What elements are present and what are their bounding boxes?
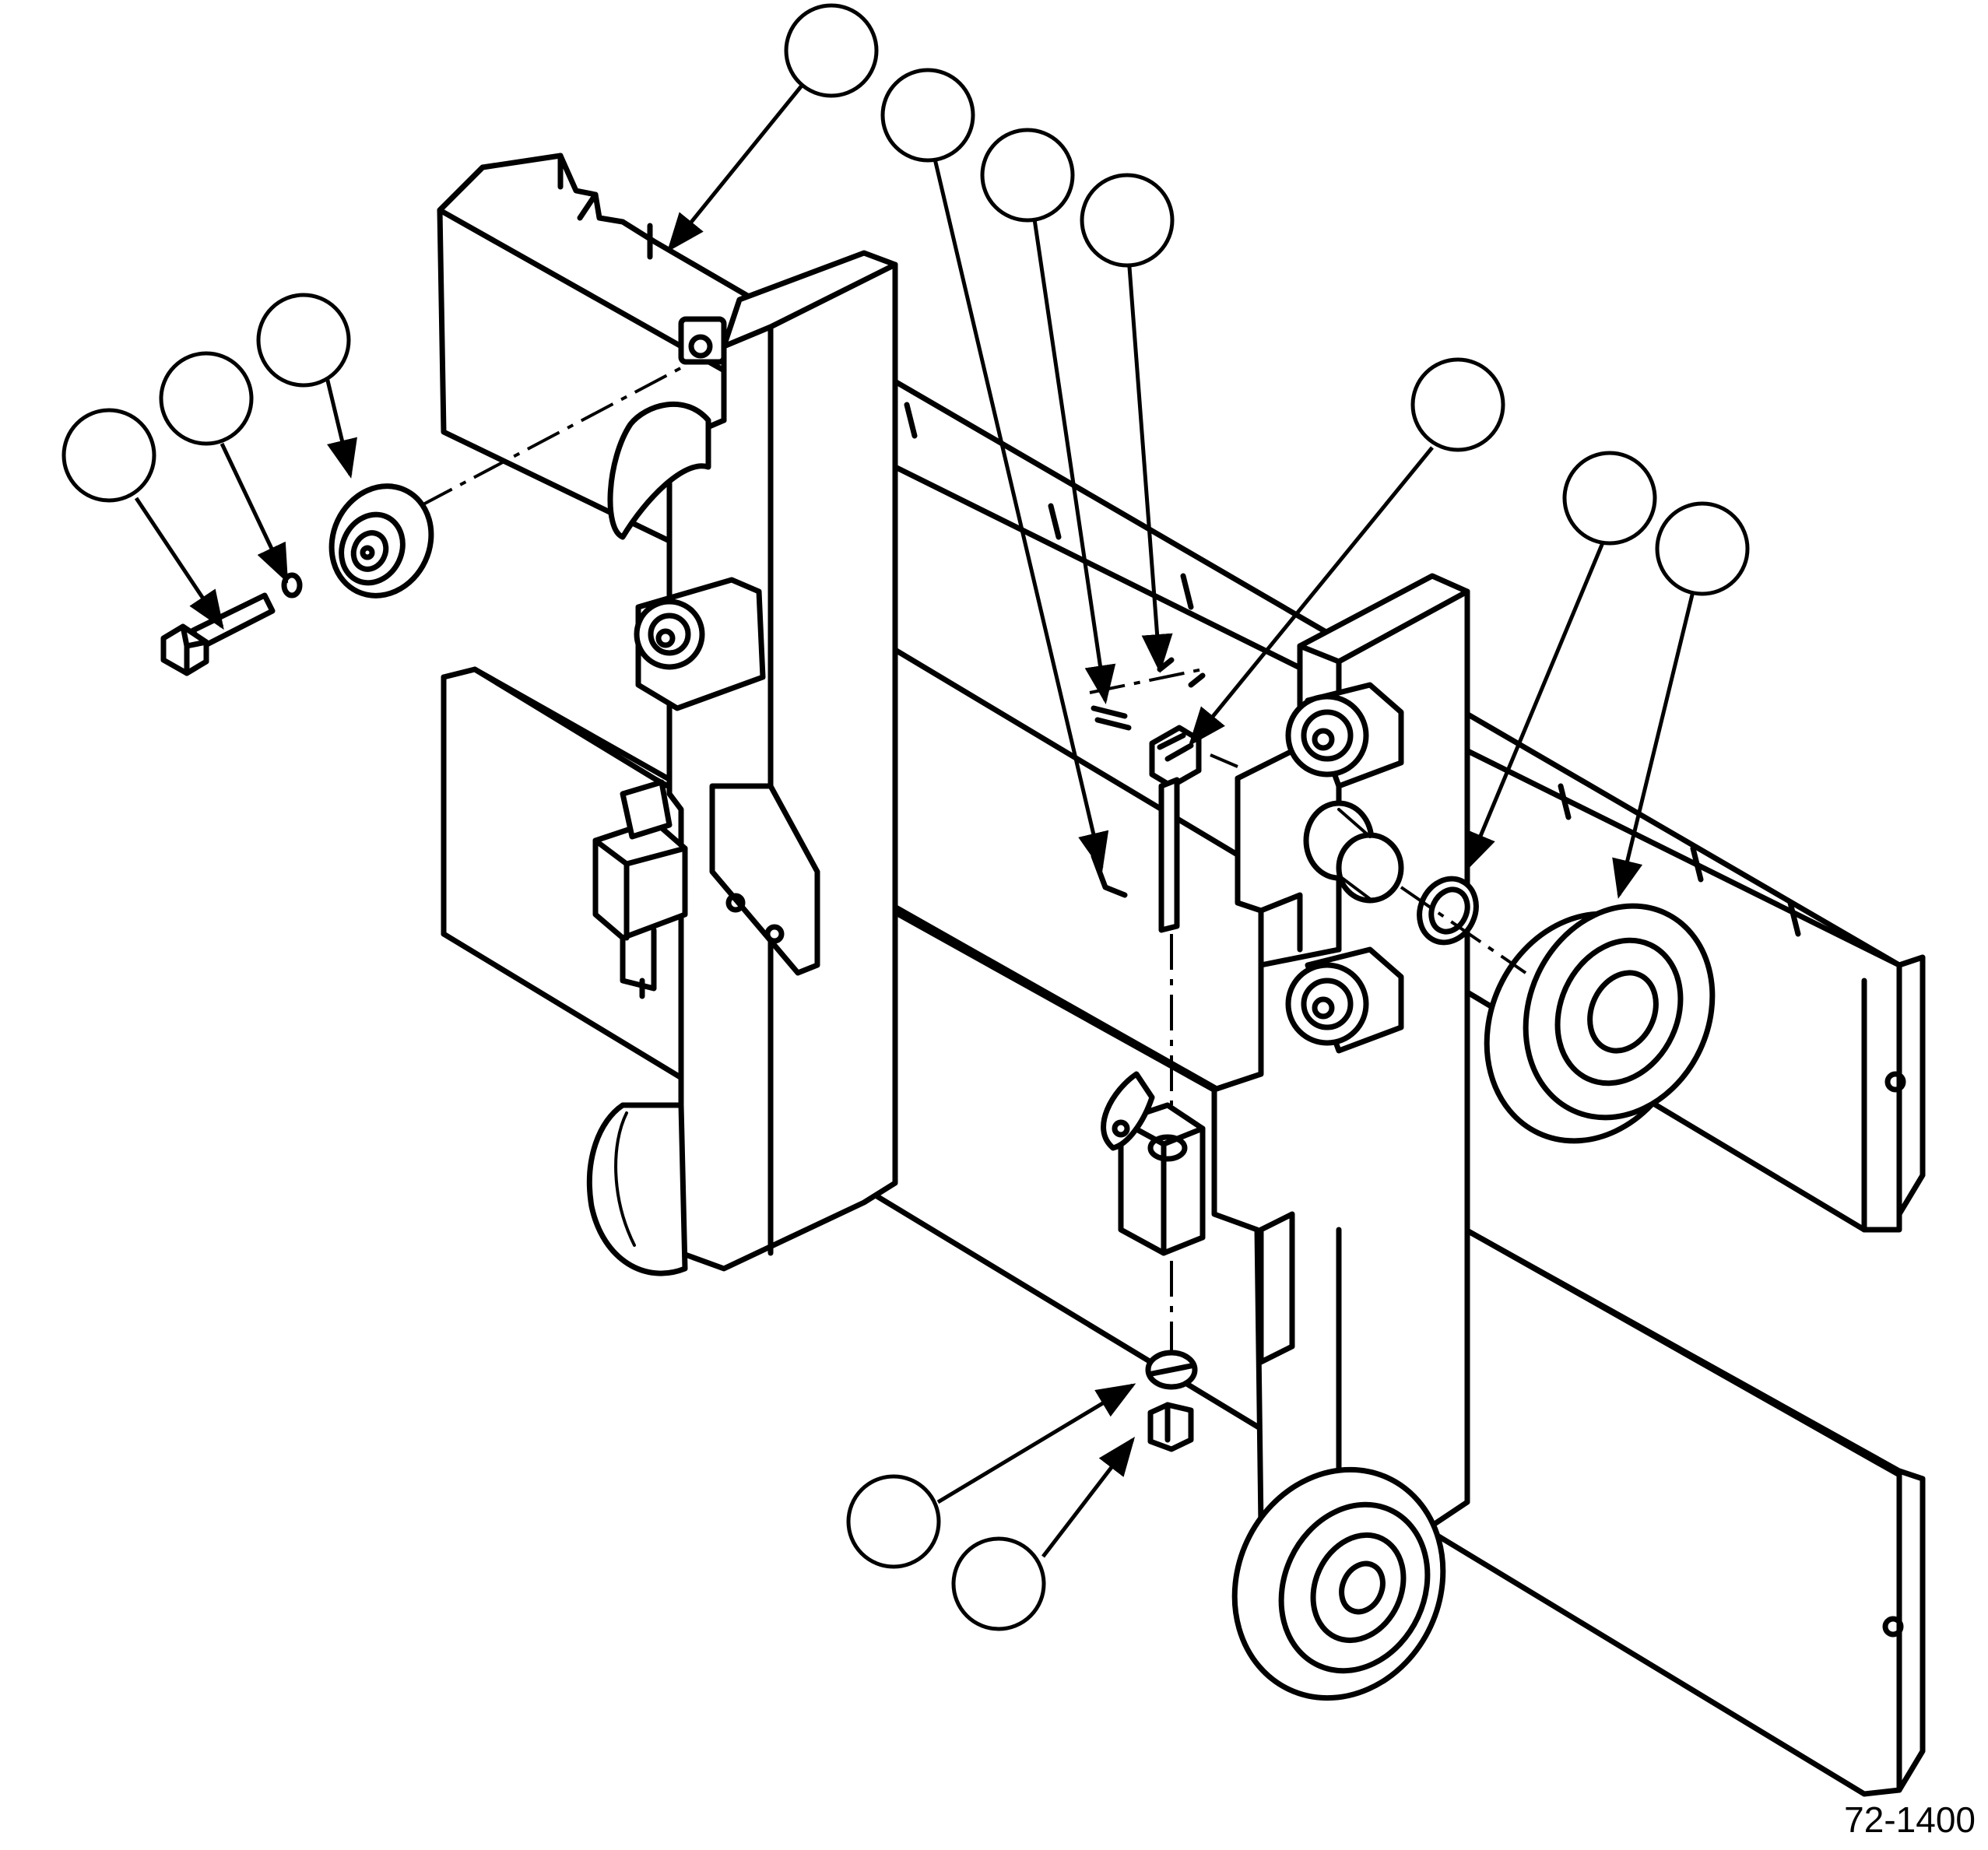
callout-1 (784, 3, 879, 98)
left-small-roller (328, 483, 434, 599)
callout-7 (1655, 501, 1750, 596)
lower-nut (1147, 1402, 1194, 1452)
bottom-right-roller (1231, 1466, 1446, 1701)
center-clamp-block (1101, 1071, 1206, 1256)
right-upper-roller (1285, 682, 1404, 789)
lower-lock-washer (1145, 1350, 1198, 1390)
center-lines (420, 364, 1527, 1354)
right-fork-arm (1211, 573, 1470, 1599)
center-cap-screw (1149, 725, 1202, 933)
right-large-roller (1484, 903, 1716, 1144)
callout-9 (159, 351, 254, 446)
right-lower-roller (1285, 946, 1404, 1054)
leader-lines (134, 84, 1695, 1558)
left-clamp-block (592, 779, 688, 999)
left-roller-bracket (634, 577, 766, 711)
callout-6 (1562, 451, 1657, 546)
left-bolt (160, 592, 276, 676)
right-stud (1303, 800, 1404, 904)
callout-3 (980, 128, 1075, 223)
left-fork-arm (586, 250, 898, 1276)
callout-2 (880, 68, 975, 163)
figure-number: 72-1400 (1844, 1799, 1976, 1840)
snap-ring (1417, 876, 1479, 946)
callout-12 (951, 1536, 1046, 1631)
callout-10 (61, 408, 156, 503)
callout-bubbles (61, 3, 1750, 1631)
callout-11 (846, 1474, 941, 1569)
callout-8 (256, 293, 351, 388)
callout-5 (1410, 357, 1505, 452)
callout-4 (1080, 173, 1175, 268)
